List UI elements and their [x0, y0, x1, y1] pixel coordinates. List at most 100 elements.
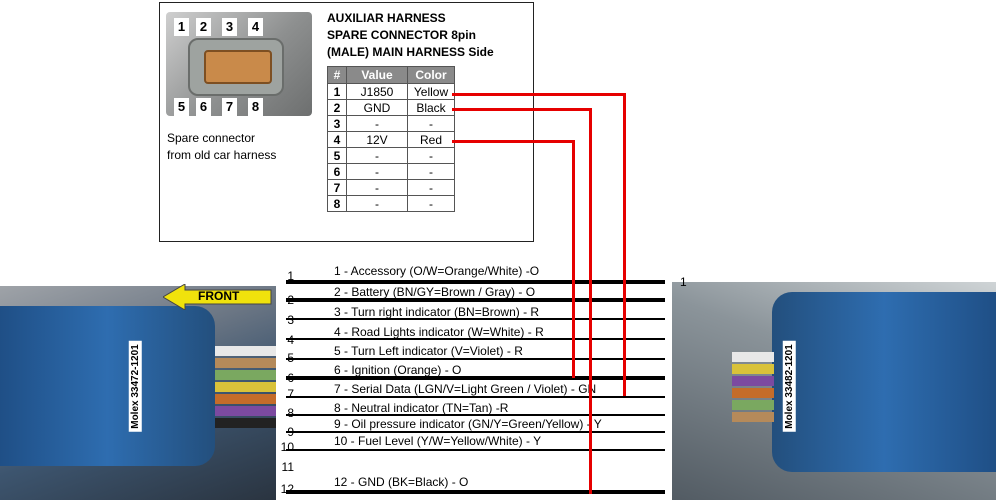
pin-table-header: # Value Color [327, 66, 455, 84]
wire-label: 8 - Neutral indicator (TN=Tan) -R [334, 401, 509, 415]
pin-value: J1850 [346, 83, 408, 100]
wire-strand [732, 376, 774, 386]
photo-pin-label: 2 [196, 18, 211, 36]
wire-strand [215, 394, 276, 404]
pin-number: 7 [327, 179, 347, 196]
pin-color: - [407, 195, 455, 212]
pin-number-label: 3 [287, 313, 294, 327]
wire-strand [732, 352, 774, 362]
wire-strand [215, 382, 276, 392]
wire-line-12 [286, 490, 665, 494]
wire-strand [732, 364, 774, 374]
table-row: 3-- [327, 115, 455, 132]
pin-number: 3 [327, 115, 347, 132]
wire-label: 10 - Fuel Level (Y/W=Yellow/White) - Y [334, 434, 542, 448]
photo-pin-label: 4 [248, 18, 263, 36]
pin-number-label: 1 [287, 269, 294, 283]
pin-value: - [346, 115, 408, 132]
wire-strand [215, 358, 276, 368]
title-line: SPARE CONNECTOR 8pin [327, 28, 476, 42]
wire-label: 7 - Serial Data (LGN/V=Light Green / Vio… [334, 382, 597, 396]
jumper-red-vertical [572, 140, 575, 378]
wire-line-4 [286, 338, 665, 340]
pin-number-label: 8 [287, 406, 294, 420]
header-num: # [327, 66, 347, 84]
pin-number: 5 [327, 147, 347, 164]
pin-color: - [407, 179, 455, 196]
wire-line-8 [286, 414, 665, 416]
wire-strand [215, 346, 276, 356]
right-connector-body [772, 292, 996, 472]
pin-color: - [407, 115, 455, 132]
right-connector-photo [672, 282, 996, 500]
jumper-black-horizontal [452, 108, 592, 111]
pin-value: - [346, 163, 408, 180]
wire-line-2 [286, 298, 665, 302]
spare-connector-photo: 1 2 3 4 5 6 7 8 [166, 12, 312, 116]
wire-line-7 [286, 396, 665, 398]
wire-label: 3 - Turn right indicator (BN=Brown) - R [334, 305, 540, 319]
wire-label: 1 - Accessory (O/W=Orange/White) -O [334, 264, 540, 278]
table-row: 8-- [327, 195, 455, 212]
pin-number-label: 6 [287, 371, 294, 385]
title-line: AUXILIAR HARNESS [327, 11, 446, 25]
photo-pin-label: 1 [174, 18, 189, 36]
table-row: 5-- [327, 147, 455, 164]
table-row: 7-- [327, 179, 455, 196]
wire-label: 4 - Road Lights indicator (W=White) - R [334, 325, 544, 339]
pin-value: - [346, 179, 408, 196]
harness-title: AUXILIAR HARNESS SPARE CONNECTOR 8pin (M… [327, 10, 532, 61]
wire-label: 12 - GND (BK=Black) - O [334, 475, 469, 489]
wire-strand [215, 406, 276, 416]
table-row: 6-- [327, 163, 455, 180]
right-molex-label: Molex 33482-1201 [782, 341, 796, 432]
wire-line-1 [286, 280, 665, 284]
wire-strand [215, 370, 276, 380]
photo-pin-label: 5 [174, 98, 189, 116]
wire-label: 6 - Ignition (Orange) - O [334, 363, 462, 377]
wire-strand [215, 418, 276, 428]
caption-line: Spare connector [167, 131, 256, 145]
pin-number: 6 [327, 163, 347, 180]
pin-number-label: 11 [281, 460, 294, 474]
wire-line-5 [286, 358, 665, 360]
caption-line: from old car harness [167, 148, 277, 162]
left-molex-label: Molex 33472-1201 [128, 341, 142, 432]
pin-number-label: 5 [287, 351, 294, 365]
wire-strand [732, 400, 774, 410]
front-arrow-icon [163, 284, 272, 310]
pin-color: - [407, 147, 455, 164]
header-value: Value [346, 66, 408, 84]
pin-number-label: 4 [287, 333, 294, 347]
header-color: Color [407, 66, 455, 84]
photo-pin-label: 8 [248, 98, 263, 116]
wire-label: 5 - Turn Left indicator (V=Violet) - R [334, 344, 523, 358]
right-pin-1-number: 1 [680, 275, 687, 289]
left-connector-body [0, 306, 215, 466]
pin-number: 2 [327, 99, 347, 116]
photo-pin-label: 3 [222, 18, 237, 36]
jumper-red-horizontal [452, 140, 575, 143]
pin-number-label: 12 [280, 482, 294, 496]
pin-number-label: 2 [287, 293, 294, 307]
title-line: (MALE) MAIN HARNESS Side [327, 45, 494, 59]
pin-number: 4 [327, 131, 347, 148]
wire-line-6 [286, 376, 665, 380]
jumper-black-vertical [589, 108, 592, 494]
photo-pin-label: 7 [222, 98, 237, 116]
wire-line-3 [286, 318, 665, 320]
wire-line-9 [286, 431, 665, 433]
pin-value: - [346, 195, 408, 212]
pin-value: 12V [346, 131, 408, 148]
pin-color: - [407, 163, 455, 180]
pin-color: Black [407, 99, 455, 116]
pin-number-label: 10 [280, 440, 294, 454]
pin-value: GND [346, 99, 408, 116]
pin-number-label: 9 [287, 425, 294, 439]
photo-pin-label: 6 [196, 98, 211, 116]
pin-number: 8 [327, 195, 347, 212]
pin-number-label: 7 [287, 387, 294, 401]
wire-strand [732, 388, 774, 398]
